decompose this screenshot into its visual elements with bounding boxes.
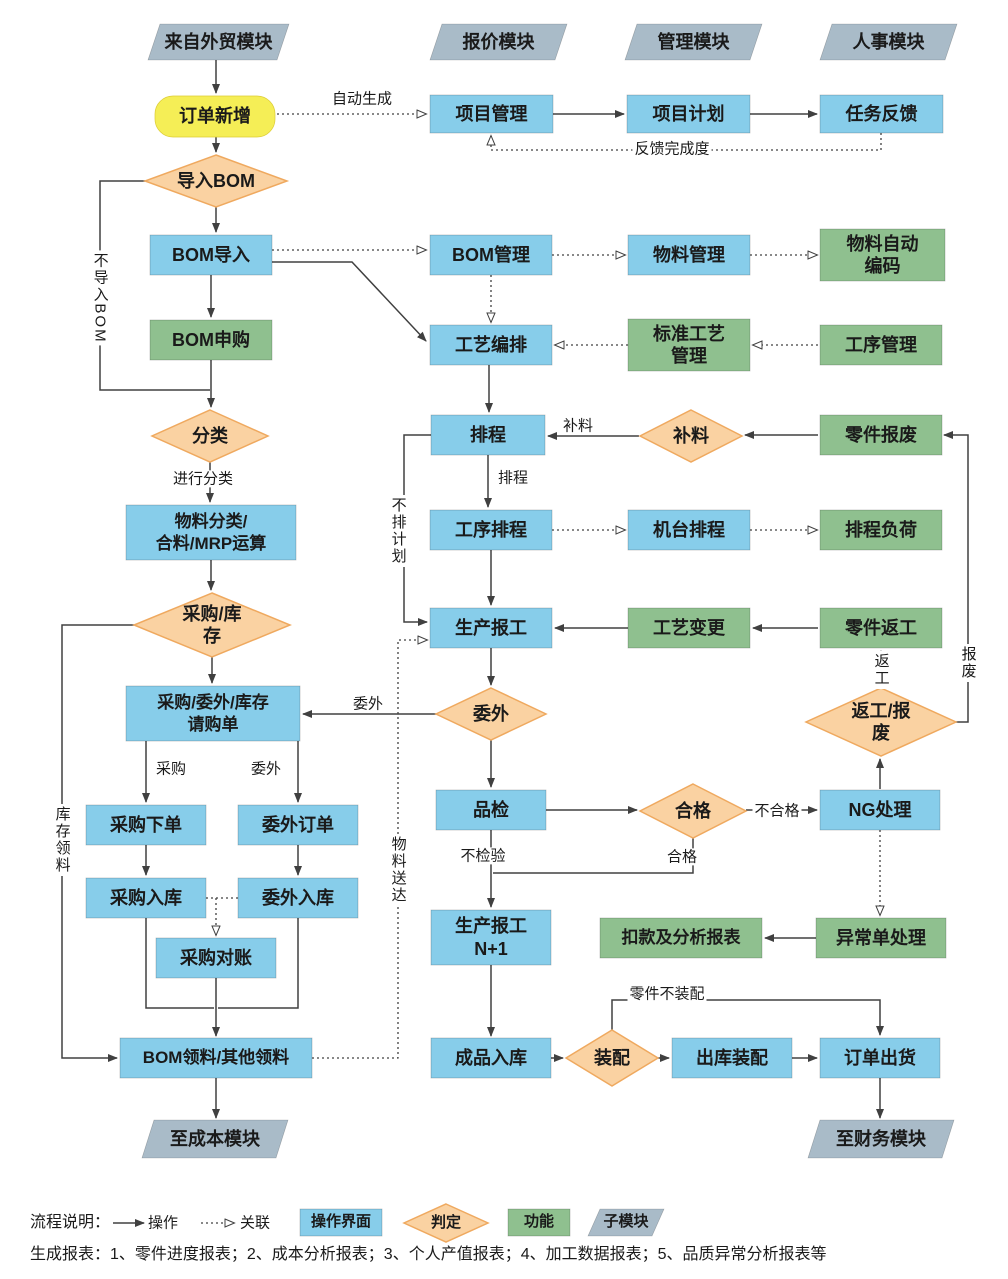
edge-no-schedule-path — [403, 434, 431, 626]
edge-assembly-bypass — [611, 999, 884, 1036]
node-shape-purchase-order — [85, 804, 207, 846]
node-shape-task-feedback — [819, 94, 944, 134]
edge-qualified-down-join — [493, 838, 694, 874]
node-shape-order-new — [154, 95, 276, 138]
node-shape-scheduling-load — [819, 509, 943, 551]
node-shape-machine-scheduling — [627, 509, 751, 551]
node-shape-standard-process-mgmt — [627, 318, 751, 372]
node-shape-outbound-assembly — [671, 1037, 793, 1079]
node-shape-scheduling — [430, 414, 546, 456]
node-shape-production-report — [429, 607, 553, 649]
node-shape-operation-scheduling — [429, 509, 553, 551]
edge-material-delivery-path — [312, 640, 427, 1059]
node-shape-ng-handling — [819, 789, 941, 831]
node-shape-qualified — [638, 783, 748, 839]
node-shape-abnormal-order-handling — [815, 917, 947, 959]
node-shape-classify — [150, 409, 270, 463]
node-shape-bom-material-requisition — [119, 1037, 313, 1079]
node-shape-project-management — [429, 94, 554, 134]
node-shape-process-planning — [429, 324, 553, 366]
node-shape-to-cost-module — [141, 1119, 289, 1159]
node-shape-assembly — [564, 1029, 660, 1087]
shape-layer — [85, 23, 958, 1243]
node-shape-process-change — [627, 607, 751, 649]
node-shape-outsource — [434, 687, 548, 741]
edge-feedback-loop — [491, 133, 882, 151]
node-shape-purchase-inbound — [85, 877, 207, 919]
node-shape-from-foreign-trade-module — [147, 23, 290, 61]
node-shape-bom-management — [429, 234, 553, 276]
node-shape-operation-management — [819, 324, 943, 366]
node-shape-quote-module — [429, 23, 568, 61]
node-shape-hr-module — [819, 23, 958, 61]
node-shape-rework-or-scrap — [804, 687, 958, 757]
node-shape-part-rework — [819, 607, 943, 649]
node-shape-outsource-inbound — [237, 877, 359, 919]
node-shape-outsource-order — [237, 804, 359, 846]
node-shape-bom-purchase-request — [149, 319, 273, 361]
node-shape-purchase-request — [125, 685, 301, 742]
node-shape-purchase-or-stock — [132, 592, 292, 658]
edge-bomimport-to-processplan — [272, 261, 427, 342]
edge-reworkscrap-to-partscrap — [943, 431, 969, 723]
node-shape-material-auto-coding — [819, 228, 946, 282]
node-shape-import-bom — [142, 154, 290, 208]
node-shape-to-finance-module — [807, 1119, 955, 1159]
edge-purchinbound-down — [145, 918, 214, 1009]
node-shape-legend-ui-swatch — [299, 1208, 383, 1237]
node-shape-project-plan — [626, 94, 751, 134]
node-shape-part-scrap — [819, 414, 943, 456]
node-shape-material-classification — [125, 504, 297, 561]
node-shape-bom-import — [149, 234, 273, 276]
node-shape-order-shipment — [819, 1037, 941, 1079]
node-shape-legend-submodule-swatch — [587, 1208, 665, 1237]
node-shape-replenish — [638, 409, 744, 463]
edge-outsourceinbound-down — [218, 918, 299, 1009]
node-shape-quality-inspection — [435, 789, 547, 831]
node-shape-purchase-reconciliation — [155, 937, 277, 979]
node-shape-legend-decision-swatch — [402, 1203, 490, 1243]
node-shape-finished-goods-inbound — [430, 1037, 552, 1079]
node-shape-management-module — [624, 23, 763, 61]
node-shape-production-report-n1 — [430, 909, 552, 966]
node-shape-legend-function-swatch — [507, 1208, 571, 1237]
node-shape-material-management — [627, 234, 751, 276]
node-shape-deduction-analysis-report — [599, 917, 763, 959]
